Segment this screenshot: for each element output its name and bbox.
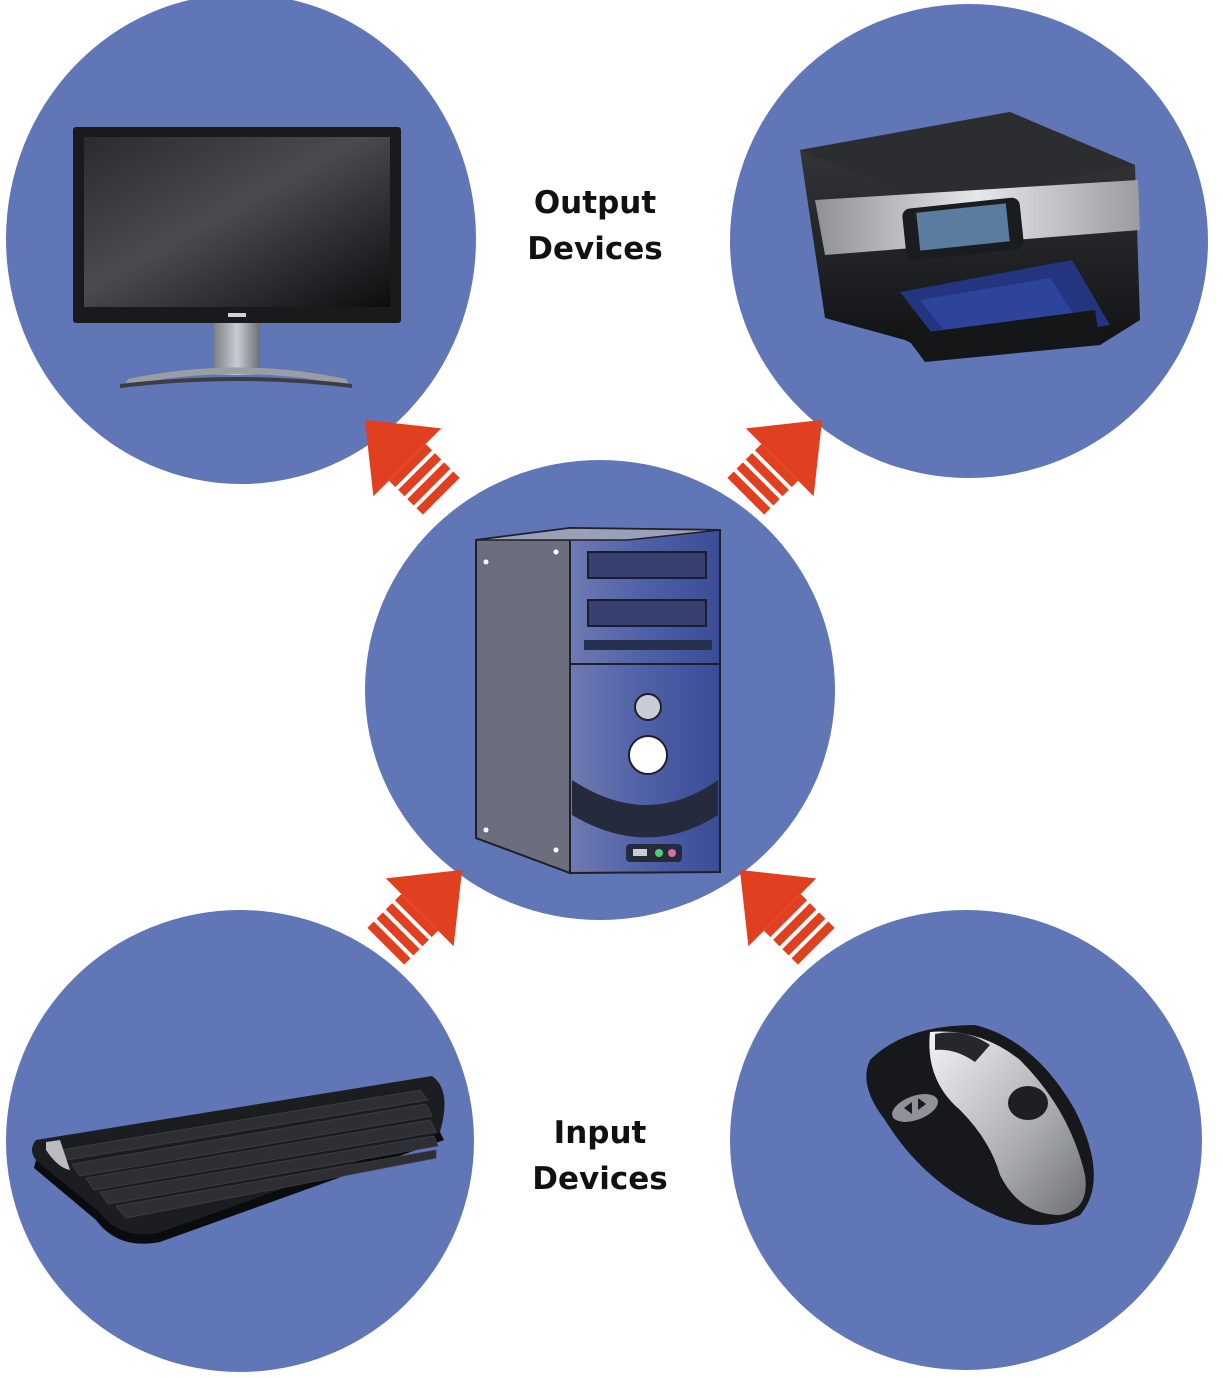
keyboard-icon <box>32 1076 445 1244</box>
input-label-line2: Devices <box>532 1161 668 1197</box>
arrow-computer-to-monitor <box>364 419 460 515</box>
monitor-icon <box>73 127 401 388</box>
input-label-line1: Input <box>553 1115 647 1151</box>
arrow-mouse-to-computer <box>739 869 835 965</box>
output-label-line2: Devices <box>527 231 663 267</box>
output-label-line1: Output <box>533 185 657 221</box>
computer-tower-icon <box>475 526 721 875</box>
input-devices-label: Input Devices <box>495 1110 705 1202</box>
arrow-keyboard-to-computer <box>367 869 463 965</box>
printer-icon <box>800 112 1140 362</box>
arrow-computer-to-printer <box>727 419 823 515</box>
mouse-icon <box>866 1025 1094 1225</box>
output-devices-label: Output Devices <box>490 180 700 272</box>
